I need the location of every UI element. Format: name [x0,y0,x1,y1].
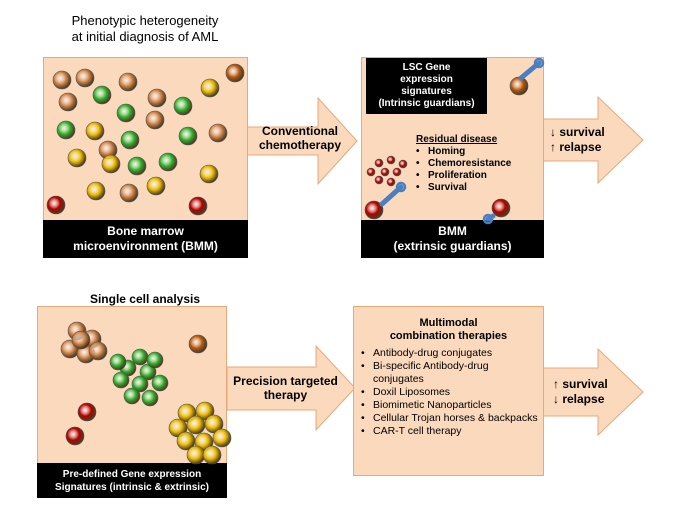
antibody-icon [379,181,407,207]
single-cell-caption: Single cell analysis [89,292,201,306]
aml-cell [202,445,222,465]
aml-cell [67,148,87,168]
aml-cell [173,96,193,116]
aml-cell [116,103,136,123]
arrow-precision-therapy [226,344,356,432]
aml-cell [123,387,141,405]
residual-item: Proliferation [416,170,541,182]
therapy-item: Antibody-drug conjugates [361,347,541,360]
aml-cell [101,154,121,174]
leukemic-stem-cell [366,167,376,177]
residual-disease-list: Homing Chemoresistance Proliferation Sur… [416,146,541,194]
therapy-item: Doxil Liposomes [361,386,541,399]
antibody-icon [518,57,545,81]
gene-signature-bar: Pre-defined Gene expression Signatures (… [37,463,227,498]
combination-therapies-title: Multimodal combination therapies [389,317,508,342]
aml-cell [178,126,198,146]
combination-therapies-list: Antibody-drug conjugates Bi-specific Ant… [361,347,541,438]
lsc-signature-box: LSC Gene expression signatures (Intrinsi… [366,58,487,114]
arrow4-label: ↑ survival ↓ relapse [553,377,608,406]
aml-cell [131,375,149,393]
residual-item: Survival [416,182,541,194]
aml-cell [58,92,78,112]
leukemic-stem-cell [46,195,66,215]
residual-item: Homing [416,146,541,158]
aml-cell [118,72,138,92]
antibody-icon [482,213,496,225]
aml-cell [509,76,529,96]
leukemic-stem-cell [65,426,85,446]
aml-cell [199,164,219,184]
aml-cell [75,68,95,88]
aml-cell [151,374,169,392]
aml-cell [56,120,76,140]
aml-cell [195,401,215,421]
aml-cell [146,176,166,196]
therapy-item: Biomimetic Nanoparticles [361,399,541,412]
aml-cell [188,334,208,354]
aml-cell [186,445,206,465]
aml-cell [145,110,165,130]
aml-cell [52,70,72,90]
leukemic-stem-cell [77,402,97,422]
aml-cell [71,330,91,350]
therapy-item: Cellular Trojan horses & backpacks [361,412,541,425]
aml-cell [212,428,232,448]
arrow3-label: Precision targeted therapy [233,374,338,402]
leukemic-stem-cell [188,196,208,216]
arrow-outcome-top [542,95,644,185]
aml-cell [86,181,106,201]
arrow-outcome-bottom [542,347,644,437]
leukemic-stem-cell [380,167,390,177]
aml-cell [146,351,164,369]
arrow2-label: ↓ survival ↑ relapse [550,125,605,154]
aml-cell [92,85,112,105]
leukemic-stem-cell [392,167,402,177]
top-left-caption: Phenotypic heterogeneity at initial diag… [71,13,219,44]
bmm-extrinsic-bar: BMM (extrinsic guardians) [361,220,544,258]
arrow-conventional-chemotherapy [246,96,358,186]
aml-cell [109,353,127,371]
leukemic-stem-cell [398,159,408,169]
therapy-item: CAR-T cell therapy [361,425,541,438]
aml-cell [112,371,130,389]
residual-disease-title: Residual disease [416,134,498,145]
arrow1-label: Conventional chemotherapy [258,124,342,152]
aml-cell [200,78,220,98]
aml-cell [88,341,108,361]
residual-disease-block: Residual disease Homing Chemoresistance … [416,134,541,194]
residual-item: Chemoresistance [416,158,541,170]
aml-cell [147,88,167,108]
leukemic-stem-cell [386,177,396,187]
aml-cell [127,156,147,176]
aml-cell [85,121,105,141]
leukemic-stem-cell [374,158,384,168]
therapy-item: Bi-specific Antibody-drug conjugates [361,360,541,386]
bmm-bar: Bone marrow microenvironment (BMM) [43,220,248,258]
aml-cell [158,152,178,172]
leukemic-stem-cell [374,175,384,185]
aml-cell [204,414,224,434]
aml-cell [186,415,206,435]
aml-cell [141,389,159,407]
aml-cell [120,130,140,150]
leukemic-stem-cell [364,200,384,220]
leukemic-stem-cell [491,198,511,218]
aml-cell [119,183,139,203]
aml-cell [131,348,149,366]
leukemic-stem-cell [386,155,396,165]
aml-cell [225,63,245,83]
aml-cell [208,123,228,143]
